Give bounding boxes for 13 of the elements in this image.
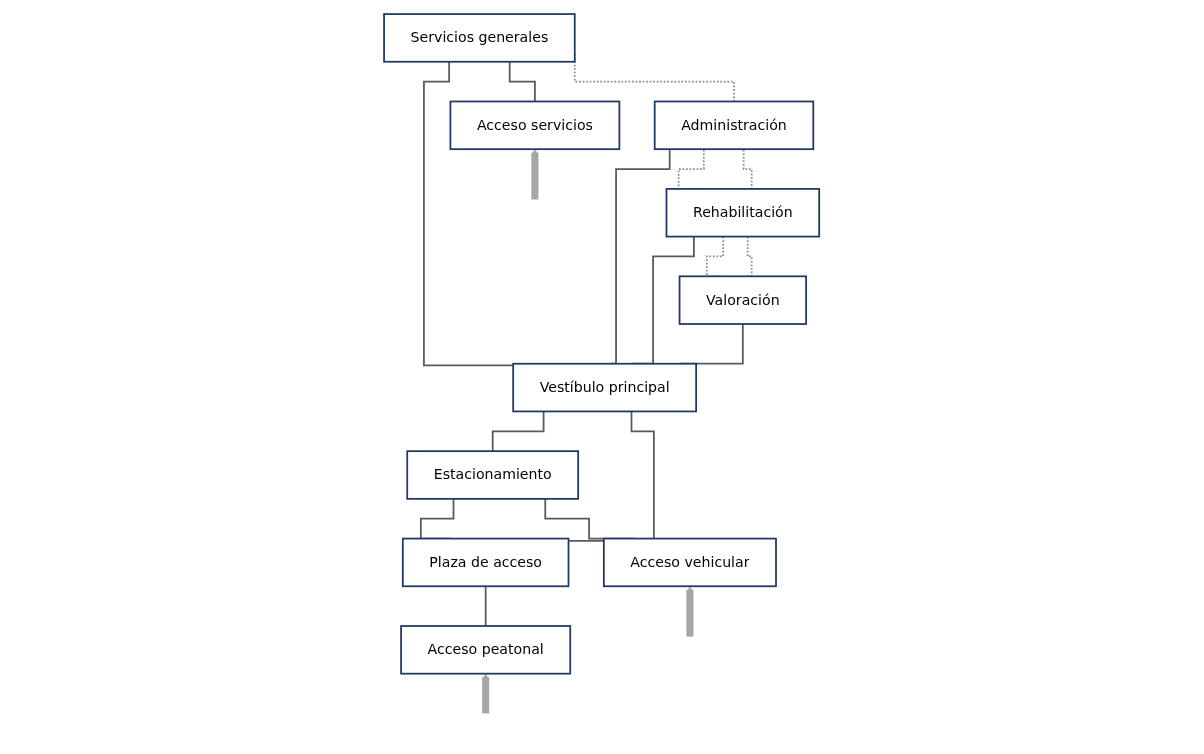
connector [509, 60, 537, 103]
node-box: Plaza de acceso [402, 537, 570, 588]
node-box: Acceso servicios [449, 100, 621, 151]
node-box: Administración [654, 100, 815, 151]
node-box: Acceso peatonal [400, 625, 572, 675]
connector [485, 585, 487, 627]
node-box: Servicios generales [383, 13, 576, 63]
connector [492, 410, 545, 453]
node-box: Estacionamiento [406, 450, 580, 500]
node-box: Rehabilitación [665, 188, 821, 238]
node-box: Valoración [679, 275, 808, 325]
node-box: Vestíbulo principal [512, 362, 698, 413]
node-box: Acceso vehicular [603, 537, 778, 588]
